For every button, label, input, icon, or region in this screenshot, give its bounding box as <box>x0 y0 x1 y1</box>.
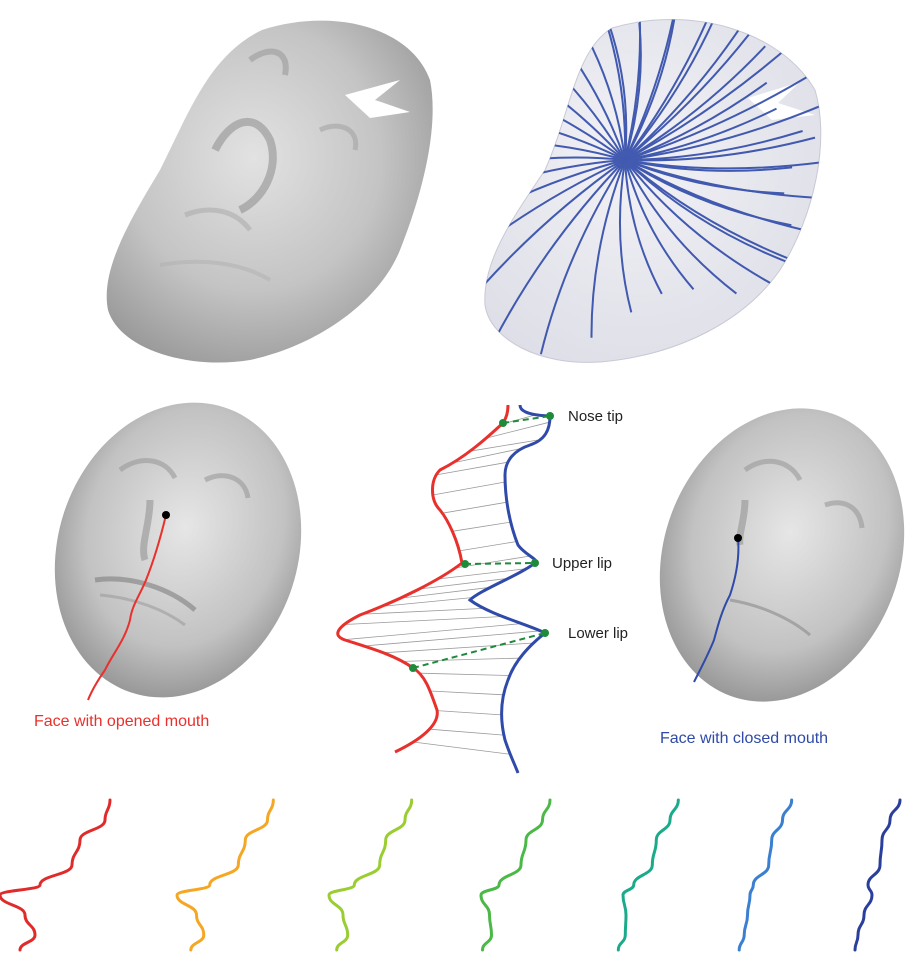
sequence-curve-5 <box>618 800 678 950</box>
face-mesh-radial-curves <box>409 0 868 362</box>
correspondence-line <box>344 617 502 625</box>
closed-mouth-profile <box>470 405 550 773</box>
landmark-upper-lip-closed <box>531 559 539 567</box>
correspondence-line <box>362 608 484 614</box>
correspondence-line <box>364 631 541 646</box>
sequence-curve-6 <box>739 800 791 950</box>
face-scan-gray <box>107 21 433 363</box>
label-nose-tip: Nose tip <box>568 408 623 425</box>
correspondence-line <box>437 711 502 715</box>
correspondence-line <box>430 691 504 695</box>
face-closed-mouth <box>620 374 906 737</box>
correspondence-line <box>344 624 521 640</box>
correspondence-line <box>452 522 510 531</box>
sequence-curve-1 <box>0 800 110 950</box>
correspondence-line <box>442 502 507 513</box>
landmark-upper-lip-open <box>461 560 469 568</box>
sequence-curve-2 <box>177 800 273 950</box>
sequence-curve-3 <box>329 800 412 950</box>
correspondence-line <box>420 673 510 675</box>
correspondence-line <box>430 729 504 735</box>
landmark-nose-tip-open <box>499 419 507 427</box>
correspondence-line <box>436 462 508 475</box>
caption-closed-face: Face with closed mouth <box>660 730 828 747</box>
sequence-curve-7 <box>855 800 900 950</box>
closed-face-nose-tip-point <box>734 534 742 542</box>
sequence-curve-4 <box>481 800 550 950</box>
correspondence-line <box>459 542 516 551</box>
label-upper-lip: Upper lip <box>552 555 612 572</box>
landmark-lower-lip-open <box>409 664 417 672</box>
correspondence-line <box>413 742 510 754</box>
open-face-nose-tip-point <box>162 511 170 519</box>
correspondence-line <box>433 482 505 495</box>
correspondence-line <box>403 658 520 661</box>
face-opened-mouth <box>18 370 339 729</box>
caption-open-face: Face with opened mouth <box>34 713 209 730</box>
landmark-lower-lip-closed <box>541 629 549 637</box>
landmark-nose-tip-closed <box>546 412 554 420</box>
geodesic-curve-sequence <box>0 800 900 950</box>
curve-correspondence: Nose tip Upper lip Lower lip <box>338 405 628 773</box>
label-lower-lip: Lower lip <box>568 625 628 642</box>
upper-lip-correspondence <box>465 563 535 564</box>
correspondence-line <box>384 643 534 653</box>
